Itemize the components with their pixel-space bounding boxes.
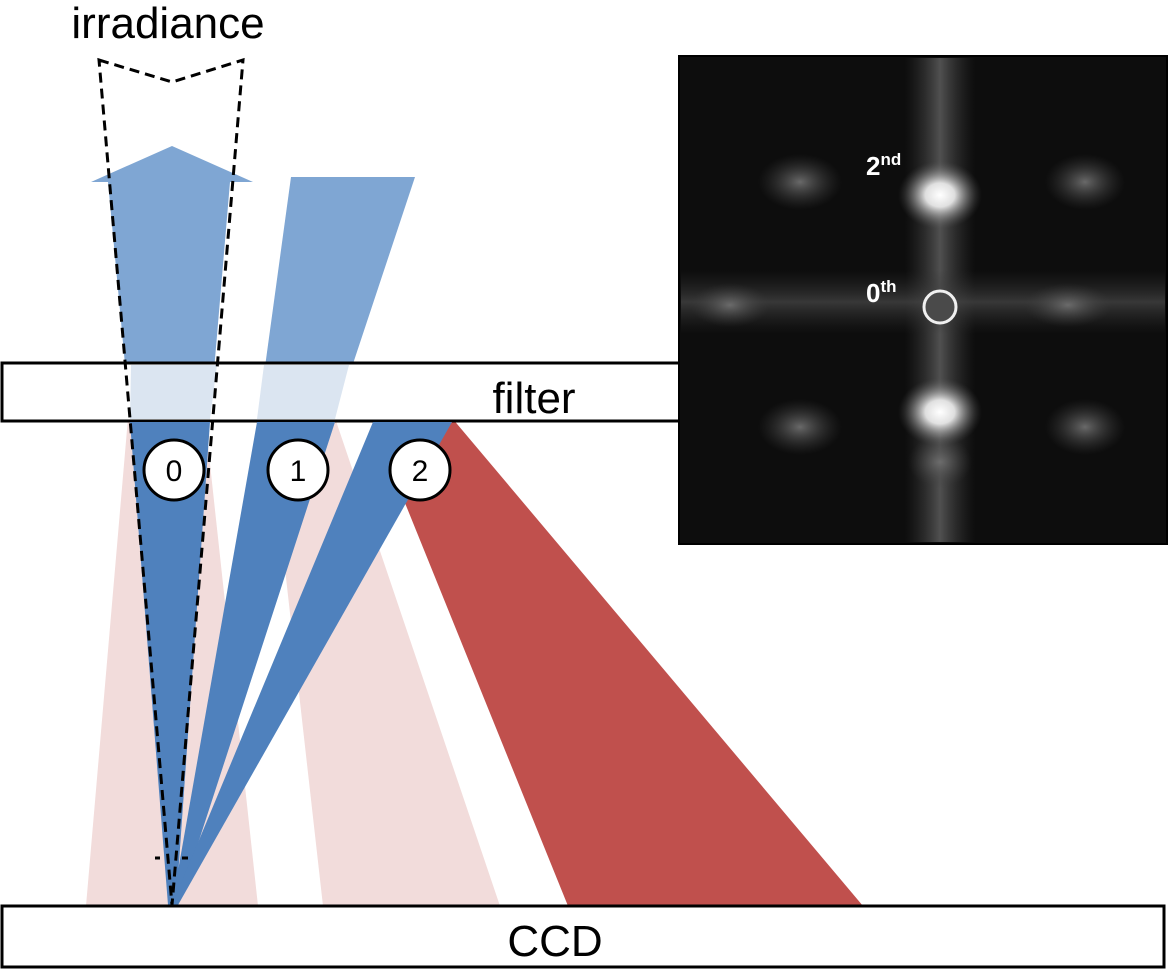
- blue-beam-second-order-lower: [172, 422, 452, 905]
- diffraction-image-inset: 2nd 0th: [678, 55, 1168, 545]
- ccd-label: CCD: [507, 917, 602, 966]
- order-label: 2: [412, 455, 429, 488]
- order-label: 0: [166, 455, 183, 488]
- second-order-label: 2nd: [866, 150, 901, 181]
- order-marker-0: 0: [142, 438, 206, 502]
- second-order-spot-lower: [898, 378, 982, 446]
- second-order-spot-upper: [898, 161, 982, 229]
- zeroth-order-spot: [922, 289, 958, 325]
- order-marker-2: 2: [388, 438, 452, 502]
- blue-beam-zeroth-order-lower: [130, 422, 210, 905]
- red-beam-second-order: [405, 418, 863, 906]
- order-marker-1: 1: [266, 438, 330, 502]
- ccd-box: [0, 904, 1166, 969]
- filter-label: filter: [492, 374, 575, 423]
- irradiance-dashed-wedge: [97, 57, 245, 906]
- order-label: 1: [290, 455, 307, 488]
- irradiance-label: irradiance: [71, 0, 264, 48]
- blue-beam-first-order-lower: [172, 422, 335, 905]
- blue-beam-in-filter-0: [130, 365, 217, 419]
- blue-beam-in-filter-1: [257, 365, 349, 419]
- blue-beam-first-order-upper: [258, 177, 415, 418]
- blue-arrow-zeroth-order: [91, 146, 253, 418]
- zeroth-order-label: 0th: [866, 277, 897, 308]
